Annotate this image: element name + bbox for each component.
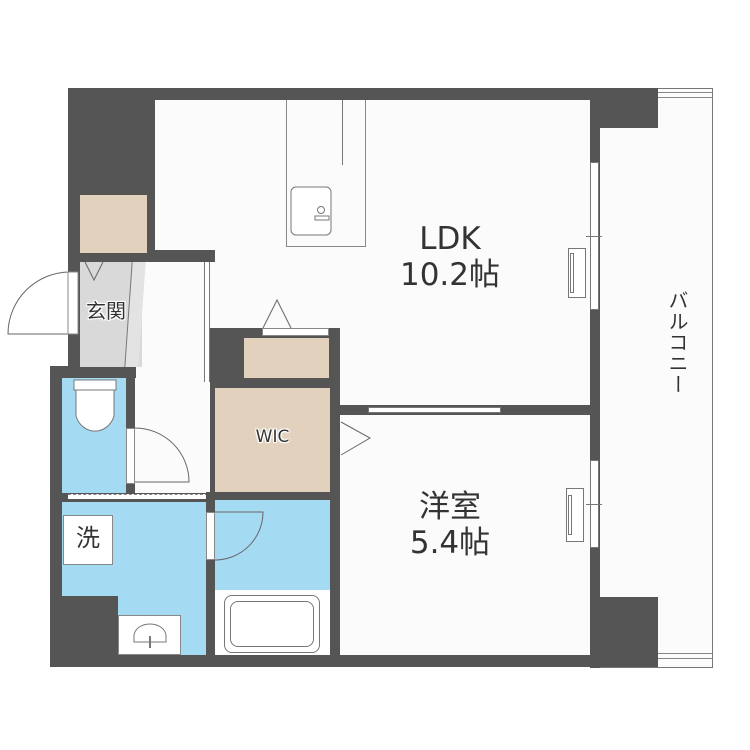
wash-door-dashed <box>68 494 208 499</box>
bathtub-icon <box>224 595 320 653</box>
western-room-window-mullion <box>586 504 602 505</box>
kitchen-counter <box>286 100 366 247</box>
wic-label: WIC <box>255 427 290 447</box>
ldk-label: LDK 10.2帖 <box>385 221 515 293</box>
ldk-aircon-icon <box>568 248 586 298</box>
washbasin-icon <box>133 623 167 648</box>
ldk-size: 10.2帖 <box>399 256 501 293</box>
wall-right-top-block <box>590 88 658 128</box>
wic-floor <box>215 388 330 492</box>
washroom-label-box <box>63 515 113 565</box>
western-room-size: 5.4帖 <box>409 524 491 561</box>
wall-left-lower <box>50 366 62 666</box>
shoe-cabinet-door-icon <box>84 261 104 282</box>
bathroom <box>215 500 330 590</box>
balcony-rail-top <box>658 92 713 98</box>
wall-bottom <box>50 655 658 667</box>
wic-door-swing-icon <box>340 421 372 456</box>
kitchen-counter-line <box>342 100 343 165</box>
balcony-rail-bottom <box>658 653 713 659</box>
front-door-swing-icon <box>7 271 79 335</box>
toilet-door <box>126 428 135 484</box>
washbasin <box>118 615 181 655</box>
entrance-label: 玄関 <box>86 299 126 323</box>
hall-sliding-door <box>204 262 210 382</box>
washroom-label: 洗 <box>76 524 100 552</box>
wall-right <box>590 88 600 668</box>
wall-bath-right <box>330 490 340 660</box>
western-room-name: 洋室 <box>419 489 481 525</box>
washroom-corner-wall <box>62 596 118 656</box>
western-room-aircon-icon <box>566 488 584 542</box>
western-room-sliding-door <box>368 407 501 413</box>
balcony <box>595 88 713 668</box>
storage-door-swing-icon <box>262 298 292 329</box>
hallway-floor <box>135 262 210 497</box>
storage-door <box>262 328 329 336</box>
wall-top <box>68 88 598 100</box>
sink-icon <box>290 186 332 236</box>
western-room-label: 洋室 5.4帖 <box>385 489 515 561</box>
bathroom-door <box>206 512 215 560</box>
kitchen-storage <box>244 338 329 378</box>
balcony-label: バルコニー <box>665 290 689 395</box>
shoe-cabinet <box>80 195 147 253</box>
wall-bath-left <box>206 492 215 662</box>
ldk-name: LDK <box>419 221 481 257</box>
toilet-door-swing-icon <box>134 427 190 483</box>
western-room-floor <box>340 415 590 655</box>
toilet-icon <box>73 379 117 432</box>
bathroom-door-swing-icon <box>214 511 264 561</box>
ldk-window-mullion <box>586 236 602 237</box>
wall-below-entrance <box>50 366 136 378</box>
wall-entrance-top <box>135 250 215 262</box>
